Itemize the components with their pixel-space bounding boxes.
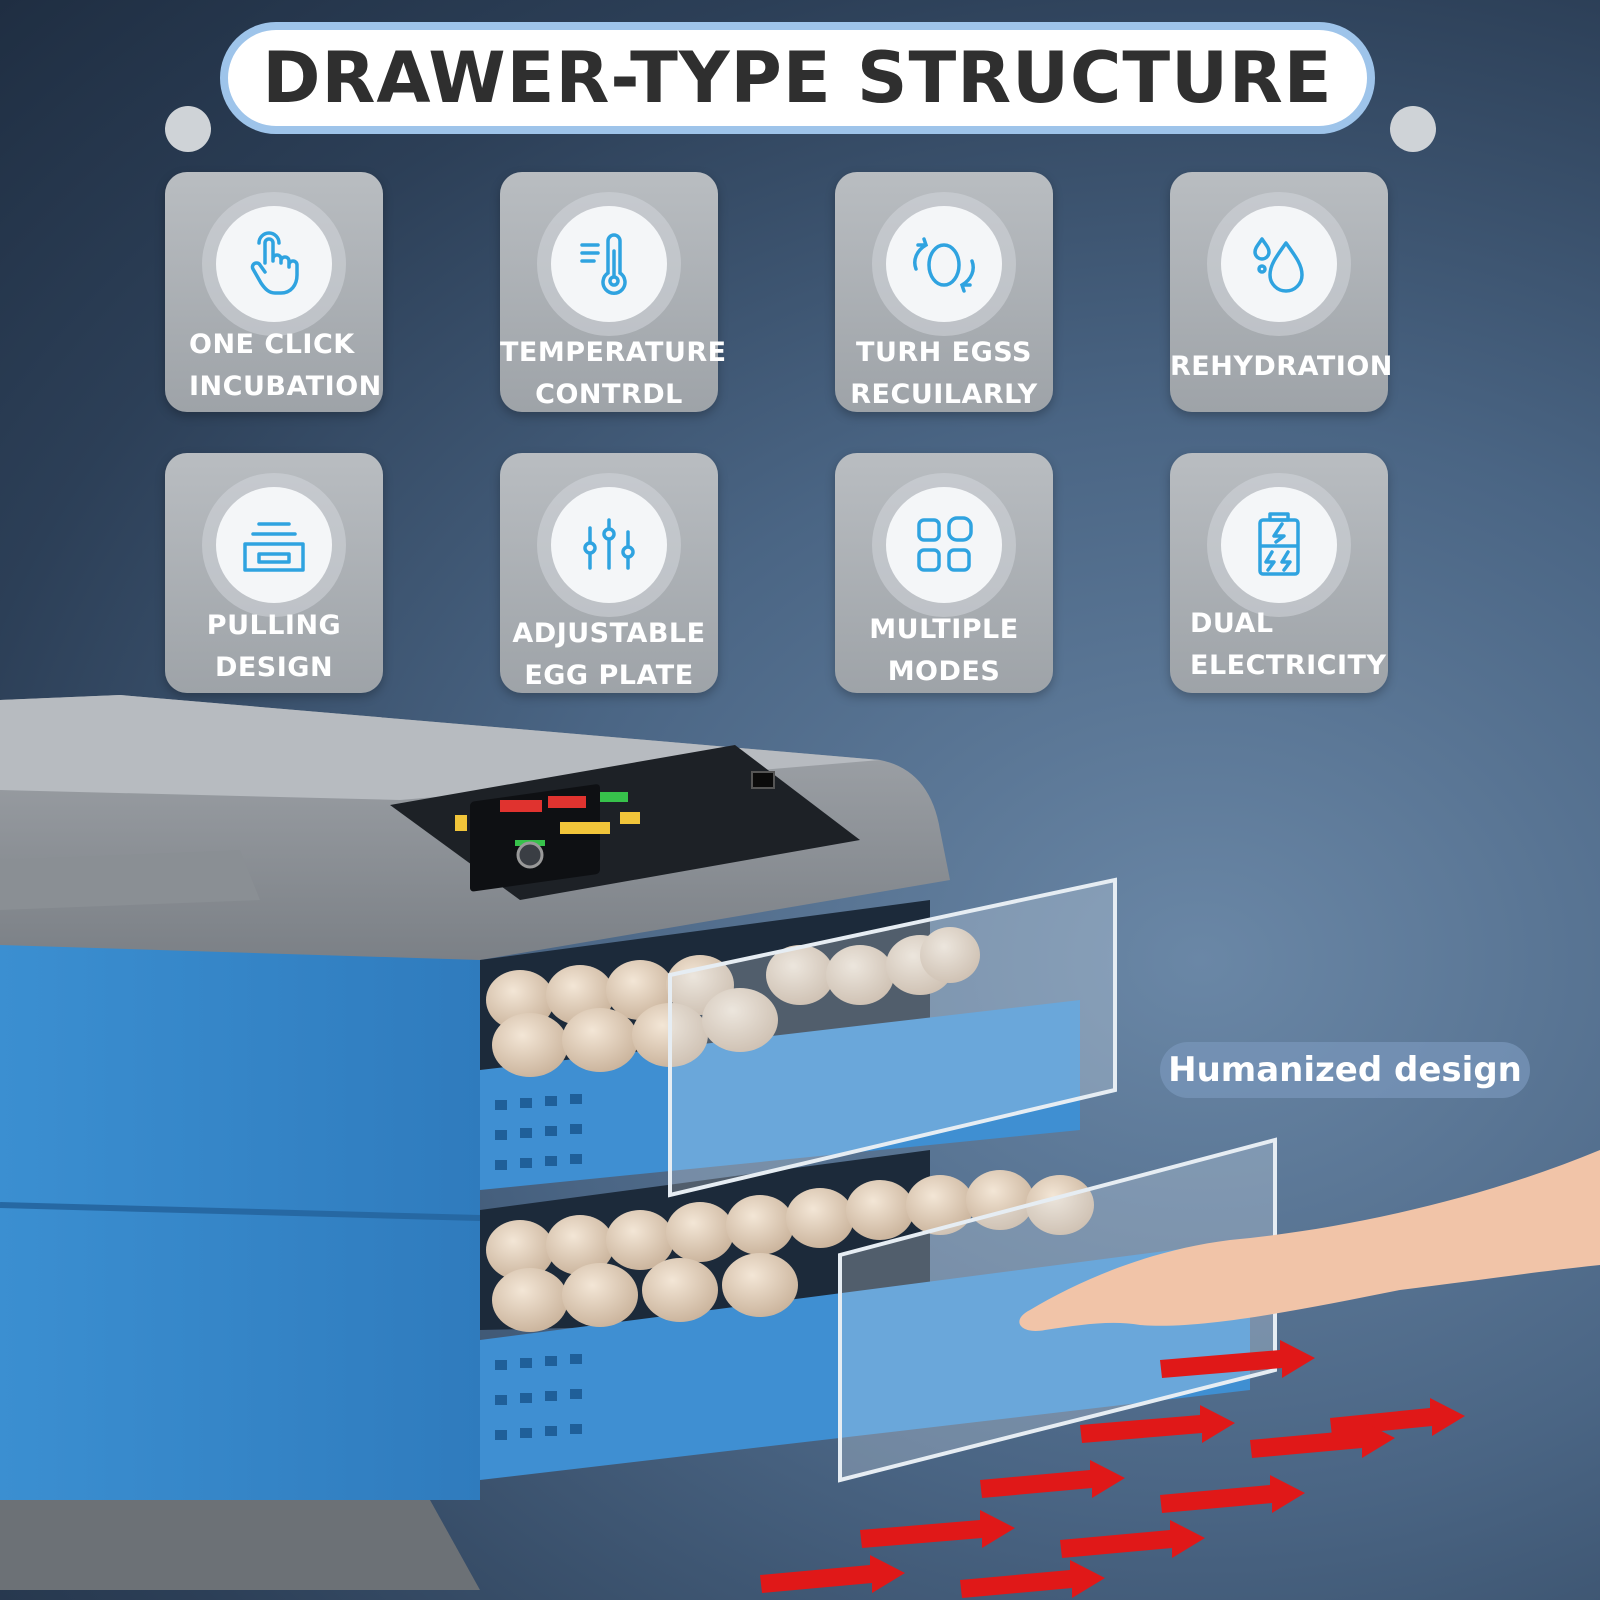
feature-card-one-click-incubation: ONE CLICK INCUBATION — [165, 172, 383, 412]
incubator-illustration — [0, 695, 1600, 1598]
feature-label: DUAL ELECTRICITY — [1190, 608, 1387, 681]
feature-card-multiple-modes: MULTIPLE MODES — [835, 453, 1053, 693]
grid-icon — [917, 516, 973, 572]
battery-icon — [1258, 512, 1300, 576]
feature-label: ONE CLICK INCUBATION — [189, 329, 382, 402]
feature-label: PULLING DESIGN — [206, 610, 342, 683]
feature-card-rehydration: REHYDRATION — [1170, 172, 1393, 412]
feature-label: ADJUSTABLE EGG PLATE — [512, 618, 706, 691]
feature-card-adjustable-egg-plate: ADJUSTABLE EGG PLATE — [500, 453, 718, 693]
water-drop-icon — [1253, 237, 1304, 293]
feature-label: MULTIPLE MODES — [869, 614, 1019, 687]
feature-card-dual-electricity: DUAL ELECTRICITY — [1170, 453, 1388, 693]
feature-card-pulling-design: PULLING DESIGN — [165, 453, 383, 693]
banner-dot-right — [1390, 106, 1436, 152]
feature-label: TEMPERATURE CONTRDL — [500, 337, 727, 410]
feature-label: TURH EGSS RECUILARLY — [850, 337, 1038, 410]
feature-card-temperature-control: TEMPERATURE CONTRDL — [500, 172, 726, 412]
motion-arrows — [760, 1340, 1465, 1598]
thermometer-icon — [580, 233, 627, 295]
tap-hand-icon — [250, 231, 299, 295]
hand-illustration — [1019, 1150, 1600, 1331]
feature-label: REHYDRATION — [1170, 351, 1393, 382]
banner-dot-left — [165, 106, 211, 152]
page-title: DRAWER-TYPE STRUCTURE — [262, 37, 1333, 119]
sliders-icon — [583, 518, 635, 570]
callout-text: Humanized design — [1168, 1050, 1522, 1090]
rotate-egg-icon — [913, 237, 975, 293]
drawer-icon — [243, 522, 305, 572]
title-banner: DRAWER-TYPE STRUCTURE — [220, 22, 1375, 134]
humanized-design-callout: Humanized design — [1160, 1042, 1530, 1098]
feature-card-turn-eggs: TURH EGSS RECUILARLY — [835, 172, 1053, 412]
